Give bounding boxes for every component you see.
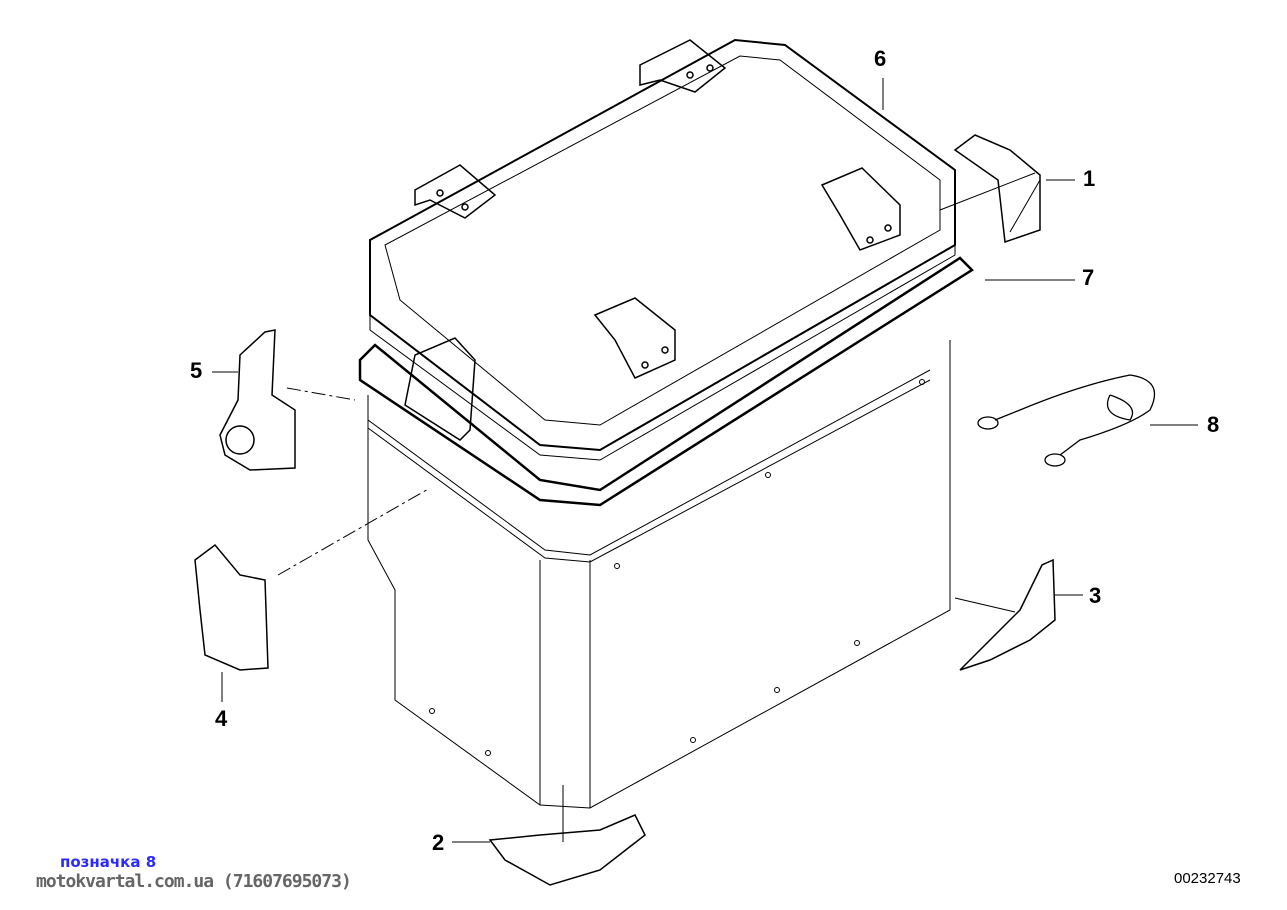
callout-8: 8 xyxy=(1207,412,1220,437)
part-3-foot xyxy=(959,558,1056,671)
rivets xyxy=(429,379,925,756)
case-rim xyxy=(358,256,974,507)
callout-7: 7 xyxy=(1082,265,1095,290)
callout-4: 4 xyxy=(215,706,228,731)
diagram-number: 00232743 xyxy=(1174,870,1241,887)
part-4-hinge xyxy=(194,543,269,671)
case-body xyxy=(367,340,951,809)
callout-5: 5 xyxy=(190,358,203,383)
footer-label: позначка 8 xyxy=(60,853,157,871)
leader-lines xyxy=(212,78,1198,843)
source-watermark: motokvartal.com.ua (71607695073) xyxy=(36,871,352,892)
part-8-cable xyxy=(977,374,1156,467)
lid-latches xyxy=(404,39,901,441)
callout-2: 2 xyxy=(432,830,445,855)
callout-6: 6 xyxy=(874,46,887,71)
part-5-hinge xyxy=(219,329,296,471)
case-lid xyxy=(369,38,956,461)
part-1-bracket xyxy=(953,134,1041,244)
part-2-foot xyxy=(488,814,646,886)
callout-1: 1 xyxy=(1083,166,1096,191)
callout-3: 3 xyxy=(1089,583,1102,608)
